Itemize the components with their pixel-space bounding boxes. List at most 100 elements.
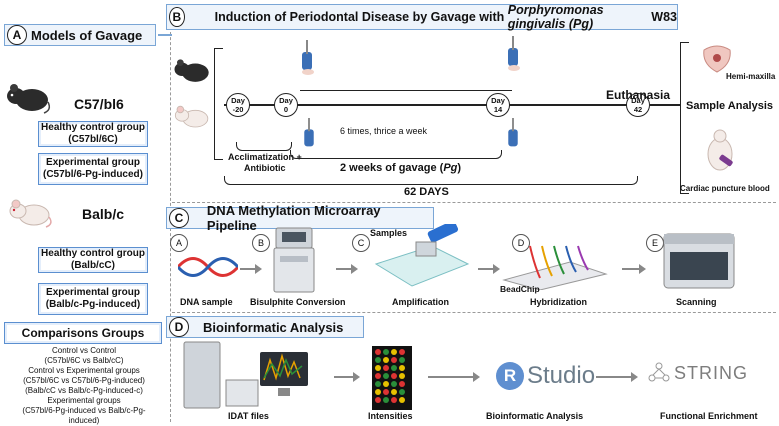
comparison-line: (C57bl/6C vs Balb/cC) bbox=[44, 356, 124, 365]
comparisons-title: Comparisons Groups bbox=[21, 325, 145, 340]
flow-arrow bbox=[334, 372, 360, 382]
day-marker: Day-20 bbox=[226, 93, 250, 117]
bioinf-step-label: Functional Enrichment bbox=[660, 411, 758, 421]
group-healthy-c57-line2: (C57bl/6C) bbox=[68, 134, 118, 145]
flow-arrow bbox=[240, 264, 262, 274]
total-days: 62 DAYS bbox=[404, 186, 449, 198]
cardiac-mouse-icon bbox=[707, 129, 733, 171]
acclim-brace bbox=[236, 142, 292, 151]
panel-d-badge: D bbox=[169, 317, 189, 337]
panel-c-title: DNA Methylation Microarray Pipeline bbox=[206, 203, 381, 233]
comparison-line: (C57bl/6C vs C57bl/6-Pg-induced) bbox=[23, 376, 145, 385]
comparison-line: (Balb/cC vs Balb/c-Pg-induced-c) bbox=[25, 386, 143, 395]
flow-arrow bbox=[428, 372, 480, 382]
computer-icon bbox=[183, 341, 308, 409]
panel-b-title-italic: Porphyromonas gingivalis (Pg) bbox=[507, 3, 604, 31]
scanner-icon bbox=[663, 233, 735, 289]
comparison-line: Control vs Control bbox=[51, 346, 117, 355]
strain-c57-label: C57/bl6 bbox=[74, 96, 124, 112]
flow-arrow bbox=[336, 264, 358, 274]
group-healthy-c57: Healthy control group (C57bl/6C) bbox=[38, 121, 148, 147]
gavage-syringe-icon bbox=[304, 118, 314, 147]
flow-arrow bbox=[596, 372, 638, 382]
acclim-line2: Antibiotic bbox=[244, 163, 286, 173]
panel-d-header: D Bioinformatic Analysis bbox=[166, 316, 364, 338]
comparison-line: (C57bl/6-Pg-induced vs Balb/c-Pg- bbox=[22, 406, 146, 415]
mice-bracket bbox=[214, 48, 223, 160]
panel-divider-bc bbox=[172, 202, 776, 203]
panel-b-title-post: W83 bbox=[647, 10, 677, 24]
black-mouse-icon bbox=[7, 84, 51, 114]
rstudio-text: Studio bbox=[527, 362, 596, 389]
panel-c-badge: C bbox=[169, 208, 189, 228]
acclim-line1: Acclimatization + bbox=[228, 152, 302, 162]
intensities-grid-icon bbox=[372, 346, 412, 410]
string-network-icon bbox=[648, 362, 670, 382]
string-logo: STRING bbox=[648, 362, 748, 384]
dna-icon bbox=[178, 257, 238, 277]
panel-a-title: Models of Gavage bbox=[31, 27, 143, 43]
step-badge: B bbox=[252, 234, 270, 252]
white-mouse-icon bbox=[9, 199, 52, 228]
gavage-syringe-icon bbox=[508, 36, 520, 71]
step-badge: C bbox=[352, 234, 370, 252]
step-badge: D bbox=[512, 234, 530, 252]
sample-bracket bbox=[680, 42, 689, 194]
gavage-syringe-icon bbox=[302, 40, 314, 75]
rstudio-r-badge: R bbox=[496, 362, 524, 390]
step-badge: E bbox=[646, 234, 664, 252]
cardiac-label: Cardiac puncture blood bbox=[680, 184, 770, 193]
group-experimental-c57: Experimental group (C57bl/6-Pg-induced) bbox=[38, 153, 148, 185]
sample-analysis-label: Sample Analysis bbox=[686, 100, 774, 112]
flow-arrow bbox=[622, 264, 646, 274]
bioinf-step-label: Intensities bbox=[368, 411, 413, 421]
amplification-plate-icon bbox=[374, 224, 470, 287]
group-experimental-c57-line2: (C57bl/6-Pg-induced) bbox=[42, 169, 143, 180]
panel-b-badge: B bbox=[169, 7, 185, 27]
timeline-line bbox=[224, 104, 636, 106]
flow-arrow bbox=[478, 264, 500, 274]
panel-a-header: A Models of Gavage bbox=[4, 24, 156, 46]
group-healthy-balbc: Healthy control group (Balb/cC) bbox=[38, 247, 148, 273]
panel-a-arrow bbox=[158, 34, 172, 36]
strain-balbc-label: Balb/c bbox=[82, 206, 125, 222]
gavage-brace bbox=[290, 150, 502, 159]
bioinf-step-label: Bioinformatic Analysis bbox=[486, 411, 584, 421]
step-label: Amplification bbox=[392, 297, 450, 307]
panel-d-title: Bioinformatic Analysis bbox=[203, 319, 344, 335]
panel-c-header: C DNA Methylation Microarray Pipeline bbox=[166, 203, 434, 233]
panel-b-title-pre: Induction of Periodontal Disease by Gava… bbox=[214, 10, 508, 24]
step-label: Scanning bbox=[676, 297, 717, 307]
step-label: DNA sample bbox=[180, 297, 233, 307]
panel-b-header: B Induction of Periodontal Disease by Ga… bbox=[166, 3, 678, 31]
group-healthy-c57-line1: Healthy control group bbox=[41, 121, 145, 133]
sample-connector bbox=[650, 104, 680, 106]
beadchip-icon bbox=[502, 245, 608, 290]
gavage-duration: 2 weeks of gavage (Pg) bbox=[340, 162, 462, 174]
group-experimental-c57-line1: Experimental group bbox=[46, 156, 140, 168]
comparisons-list: Control vs Control (C57bl/6C vs Balb/cC)… bbox=[2, 346, 166, 426]
gavage-period-line bbox=[300, 90, 512, 92]
comparison-line: induced) bbox=[68, 416, 100, 425]
comparisons-title-box: Comparisons Groups bbox=[4, 322, 162, 344]
total-brace bbox=[224, 176, 638, 185]
black-mouse-icon bbox=[174, 59, 209, 82]
step-badge: A bbox=[170, 234, 188, 252]
panel-divider-cd bbox=[172, 312, 776, 313]
samples-label: Samples bbox=[370, 228, 408, 238]
panel-a-badge: A bbox=[7, 25, 27, 45]
comparison-line: Control vs Experimental groups bbox=[28, 366, 140, 375]
group-healthy-balbc-line1: Healthy control group bbox=[41, 247, 145, 259]
hemimaxilla-label: Hemi-maxilla bbox=[726, 72, 776, 81]
group-experimental-balbc: Experimental group (Balb/c-Pg-induced) bbox=[38, 283, 148, 315]
group-experimental-balbc-line1: Experimental group bbox=[46, 286, 140, 298]
gavage-syringe-icon bbox=[508, 118, 518, 147]
hemimaxilla-icon bbox=[703, 45, 731, 73]
string-text: STRING bbox=[674, 362, 749, 383]
step-label: Bisulphite Conversion bbox=[250, 297, 346, 307]
comparison-line: Experimental groups bbox=[47, 396, 121, 405]
white-mouse-icon bbox=[174, 105, 209, 128]
